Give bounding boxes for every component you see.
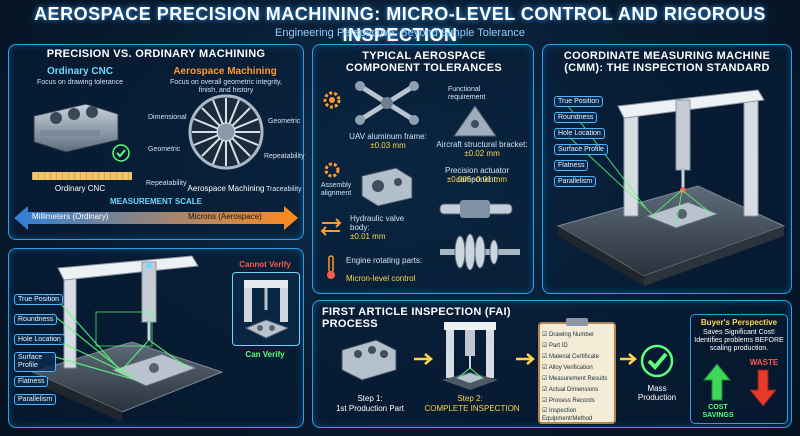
cmm-check-parallelism: Parallelism bbox=[554, 176, 597, 187]
checklist-item: ☑ Measurement Results bbox=[542, 376, 608, 382]
cmm-check-roundness: Roundness bbox=[554, 112, 598, 123]
actuator-value: ±0.005~0.01 mm bbox=[446, 175, 508, 184]
cmm-check-flatness: Flatness bbox=[554, 160, 589, 171]
engine-label: Engine rotating parts: bbox=[346, 256, 423, 265]
rotor-icon bbox=[440, 233, 520, 271]
waste-arrow-icon bbox=[748, 369, 778, 407]
approved-check-icon bbox=[640, 344, 674, 378]
verify-check-true-position: True Position bbox=[14, 294, 63, 305]
verify-check-roundness: Roundness bbox=[14, 314, 58, 325]
functional-label: Functional requirement bbox=[448, 86, 486, 101]
cmm-check-surface-profile: Surface Profile bbox=[554, 144, 608, 155]
cmm-machine-graphic bbox=[556, 89, 786, 286]
assembly-gear-icon bbox=[324, 162, 340, 178]
scale-right-label: Microns (Aerospace) bbox=[188, 212, 262, 221]
engine-value: Micron-level control bbox=[346, 274, 416, 283]
step1-label: Step 1: bbox=[357, 394, 383, 403]
clipboard-clip bbox=[566, 318, 588, 326]
checklist-item: ☑ Actual Dimensions bbox=[542, 387, 599, 393]
arrow-right-icon-3 bbox=[620, 353, 637, 365]
panel-tolerances-title: TYPICAL AEROSPACE COMPONENT TOLERANCES bbox=[345, 50, 503, 74]
scale-left-label: Millimeters (Ordinary) bbox=[32, 212, 109, 221]
check-icon bbox=[112, 144, 130, 162]
step2-label: Step 2: bbox=[457, 394, 483, 403]
arrow-right-icon bbox=[414, 353, 433, 365]
buyer-desc: Saves Significant Cost! Identifies probl… bbox=[694, 329, 784, 352]
assembly-label: Assembly alignment bbox=[320, 182, 352, 197]
aero-caption: Aerospace Machining bbox=[187, 184, 265, 193]
ruler-graphic bbox=[32, 172, 132, 180]
ordinary-caption: Ordinary CNC bbox=[54, 184, 106, 193]
buyer-box bbox=[690, 314, 788, 424]
inspection-machine-icon bbox=[442, 322, 498, 390]
valve-body-icon bbox=[361, 167, 413, 207]
thermometer-icon bbox=[327, 255, 335, 279]
page-title: AEROSPACE PRECISION MACHINING: MICRO-LEV… bbox=[34, 4, 766, 45]
aero-desc: Focus on overall geometric integrity, fi… bbox=[170, 79, 282, 94]
uav-label: UAV aluminum frame: bbox=[349, 132, 427, 141]
panel-fai-title: FIRST ARTICLE INSPECTION (FAI) PROCESS bbox=[322, 306, 511, 330]
mass-production-label: Mass Production bbox=[637, 384, 677, 402]
engine-block-icon bbox=[33, 103, 119, 153]
uav-value: ±0.03 mm bbox=[370, 141, 406, 150]
cmm-check-true-position: True Position bbox=[554, 96, 603, 107]
cost-savings-arrow-icon bbox=[702, 363, 732, 401]
ordinary-heading: Ordinary CNC bbox=[46, 66, 114, 77]
arrow-right-icon-2 bbox=[516, 353, 535, 365]
tag-geometric-left: Geometric bbox=[148, 146, 181, 153]
verify-check-flatness: Flatness bbox=[14, 376, 49, 387]
fai-checklist bbox=[538, 322, 616, 424]
tag-traceability: Traceability bbox=[266, 186, 302, 193]
bracket-value: ±0.02 mm bbox=[464, 149, 500, 158]
panel-cmm-title: COORDINATE MEASURING MACHINE (CMM): THE … bbox=[563, 50, 771, 74]
verify-check-hole-location: Hole Location bbox=[14, 334, 65, 345]
gear-icon bbox=[323, 91, 341, 109]
aero-heading: Aerospace Machining bbox=[173, 66, 277, 77]
cmm-check-hole-location: Hole Location bbox=[554, 128, 605, 139]
turbine-icon bbox=[188, 94, 264, 170]
verify-check-surface-profile: Surface Profile bbox=[14, 352, 56, 372]
checklist-item: ☑ Drawing Number bbox=[542, 332, 595, 338]
uav-frame-icon bbox=[355, 81, 419, 125]
waste-label: WASTE bbox=[749, 358, 779, 367]
inset-probe-graphic bbox=[244, 280, 290, 339]
step2-desc: COMPLETE INSPECTION bbox=[424, 404, 520, 413]
checklist-item: ☑ Process Records bbox=[542, 398, 595, 404]
page-subtitle: Engineering Perspective: Beyond Simple T… bbox=[275, 27, 525, 39]
production-part-icon bbox=[341, 339, 397, 381]
checklist-item: ☑ Alloy Verification bbox=[542, 365, 593, 371]
tag-repeatability-right: Repeatability bbox=[264, 153, 305, 160]
cost-savings-label: COST SAVINGS bbox=[702, 404, 734, 419]
actuator-label: Precision actuator component: bbox=[444, 166, 510, 184]
checklist-item: ☑ Material Certificate bbox=[542, 354, 600, 360]
scale-label: MEASUREMENT SCALE bbox=[109, 197, 202, 206]
tag-repeatability-left: Repeatability bbox=[146, 180, 187, 187]
checklist-item: ☑ Part ID bbox=[542, 343, 568, 349]
checklist-items: ☑ Drawing Number ☑ Part ID ☑ Material Ce… bbox=[542, 330, 616, 423]
verify-cmm-graphic bbox=[30, 255, 224, 422]
tag-dimensional: Dimensional bbox=[148, 114, 187, 121]
ordinary-desc: Focus on drawing tolerance bbox=[37, 79, 123, 86]
valve-label: Hydraulic valve body: bbox=[350, 214, 405, 232]
can-verify-label: Can Verify bbox=[245, 350, 285, 359]
bracket-label: Aircraft structural bracket: bbox=[436, 140, 528, 149]
bracket-icon bbox=[453, 105, 497, 137]
verify-check-parallelism: Parallelism bbox=[14, 394, 57, 405]
cannot-verify-label: Cannot Verify bbox=[239, 260, 291, 269]
buyer-title: Buyer's Perspective bbox=[700, 318, 778, 327]
step1-desc: 1st Production Part bbox=[335, 404, 405, 413]
checklist-item: ☑ Inspection Equipment/Method bbox=[542, 408, 593, 422]
scale-arrow bbox=[14, 206, 298, 230]
tag-geometric-right: Geometric bbox=[268, 118, 301, 125]
actuator-rod-icon bbox=[439, 200, 513, 218]
valve-value: ±0.01 mm bbox=[350, 232, 386, 241]
panel-precision-title: PRECISION VS. ORDINARY MACHINING bbox=[46, 48, 266, 60]
arrows-icon bbox=[320, 218, 342, 236]
